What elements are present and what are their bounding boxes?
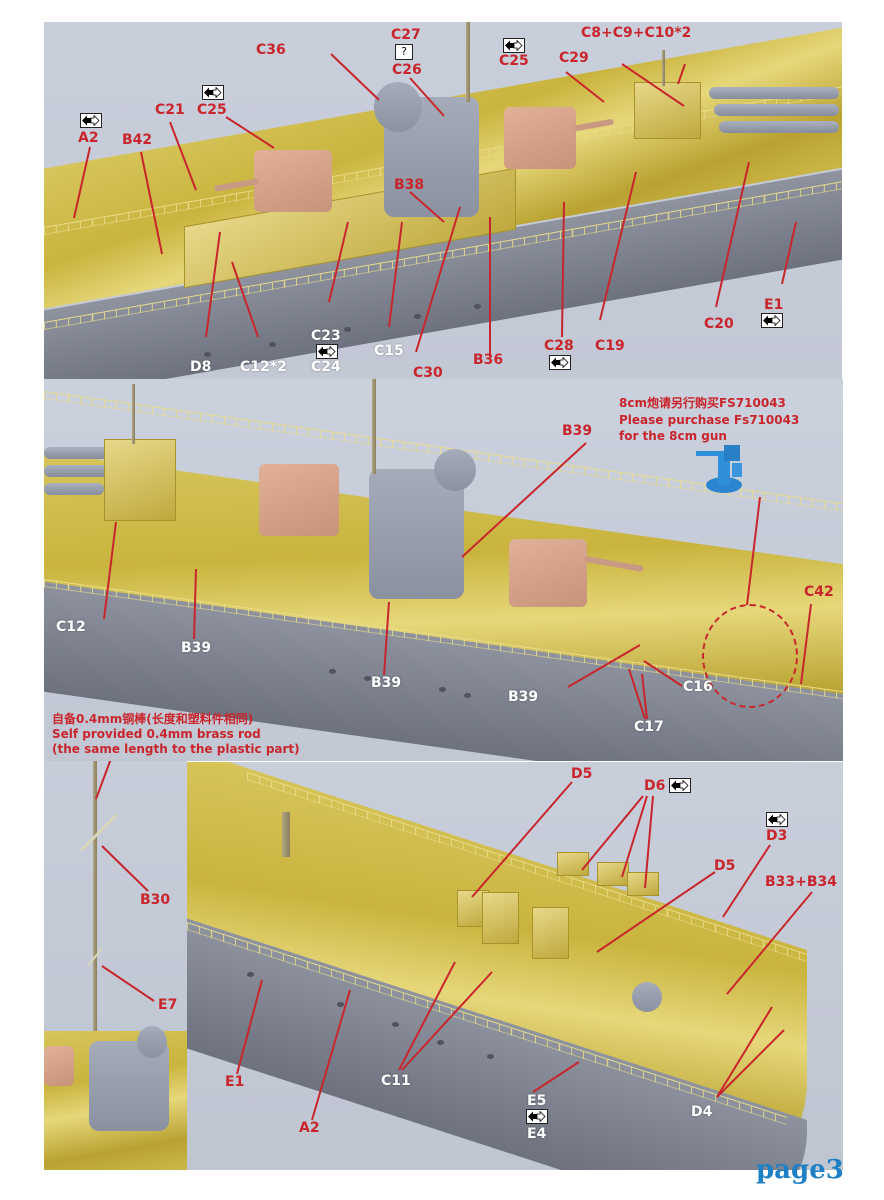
label-B36: B36	[473, 352, 504, 368]
gun-turret	[259, 464, 339, 536]
brass-rod-note-cn: 自备0.4mm铜棒(长度和塑料件相同)	[52, 712, 254, 726]
photo-panel-midship-reverse: 8cm炮请另行购买FS710043 Please purchase Fs7100…	[44, 379, 843, 761]
bidirectional-arrow-icon	[669, 778, 691, 793]
8cm-gun-icon	[696, 445, 742, 493]
label-B39: B39	[508, 689, 539, 705]
label-E7: E7	[158, 997, 178, 1013]
gun-turret	[254, 150, 332, 212]
bidirectional-arrow-icon	[766, 812, 788, 827]
label-C29: C29	[559, 50, 589, 66]
mast	[93, 761, 97, 1051]
label-E1: E1	[764, 297, 784, 313]
label-B33-B34: B33+B34	[765, 874, 838, 890]
label-C15: C15	[374, 343, 404, 359]
bidirectional-arrow-icon	[549, 355, 571, 370]
label-A2: A2	[78, 130, 99, 146]
label-E1: E1	[225, 1074, 245, 1090]
label-C12: C12	[56, 619, 86, 635]
label-D5: D5	[714, 858, 736, 874]
label-D4: D4	[691, 1104, 713, 1120]
bidirectional-arrow-icon	[316, 344, 338, 359]
label-B39: B39	[562, 423, 593, 439]
label-C12x2: C12*2	[240, 359, 287, 375]
label-C25: C25	[499, 53, 529, 69]
label-C16: C16	[683, 679, 713, 695]
label-C36: C36	[256, 42, 286, 58]
label-C19: C19	[595, 338, 625, 354]
label-E5: E5	[527, 1093, 547, 1109]
purchase-note-cn: 8cm炮请另行购买FS710043	[619, 396, 786, 410]
highlight-circle	[702, 604, 798, 708]
label-C20: C20	[704, 316, 734, 332]
bidirectional-arrow-icon	[503, 38, 525, 53]
photo-panel-mast: B30 E7	[44, 761, 187, 1170]
purchase-note-en-1: Please purchase Fs710043	[619, 413, 800, 427]
label-E4: E4	[527, 1126, 547, 1142]
director-tower	[369, 469, 464, 599]
label-C17: C17	[634, 719, 664, 735]
purchase-note-en-2: for the 8cm gun	[619, 429, 727, 443]
bidirectional-arrow-icon	[761, 313, 783, 328]
label-B38: B38	[394, 177, 425, 193]
label-B39: B39	[371, 675, 402, 691]
label-C23: C23	[311, 328, 341, 344]
photo-panel-bow: D5 D6 D3 D5 B33+B34 E1 A2 C11 E5 E4 D4	[187, 762, 843, 1170]
bidirectional-arrow-icon	[80, 113, 102, 128]
mast	[466, 22, 470, 102]
label-D6: D6	[644, 778, 666, 794]
label-C25: C25	[197, 102, 227, 118]
label-C8-C9-C10: C8+C9+C10*2	[581, 25, 692, 41]
label-B39: B39	[181, 640, 212, 656]
label-D5: D5	[571, 766, 593, 782]
label-C26: C26	[392, 62, 422, 78]
label-C24: C24	[311, 359, 341, 375]
label-C30: C30	[413, 365, 443, 379]
torpedo-tube	[709, 87, 839, 99]
label-C11: C11	[381, 1073, 411, 1089]
brass-rod-note-en-1: Self provided 0.4mm brass rod	[52, 727, 261, 741]
label-B30: B30	[140, 892, 171, 908]
label-C42: C42	[804, 584, 834, 600]
gun-turret	[504, 107, 576, 169]
label-A2: A2	[299, 1120, 320, 1136]
label-C21: C21	[155, 102, 185, 118]
brass-rod-note-en-2: (the same length to the plastic part)	[52, 742, 300, 756]
label-C27: C27	[391, 27, 421, 43]
bidirectional-arrow-icon	[202, 85, 224, 100]
gun-turret	[509, 539, 587, 607]
label-C28: C28	[544, 338, 574, 354]
photo-panel-midship-top: A2 B42 C21 C25 C36 C27 ? C26 C25 C8+C9+C…	[44, 22, 842, 379]
question-mark-icon: ?	[395, 44, 413, 60]
bidirectional-arrow-icon	[526, 1109, 548, 1124]
label-D3: D3	[766, 828, 788, 844]
label-D8: D8	[190, 359, 212, 375]
page-number: page3	[756, 1155, 844, 1185]
torpedo-room	[634, 82, 701, 139]
label-B42: B42	[122, 132, 153, 148]
